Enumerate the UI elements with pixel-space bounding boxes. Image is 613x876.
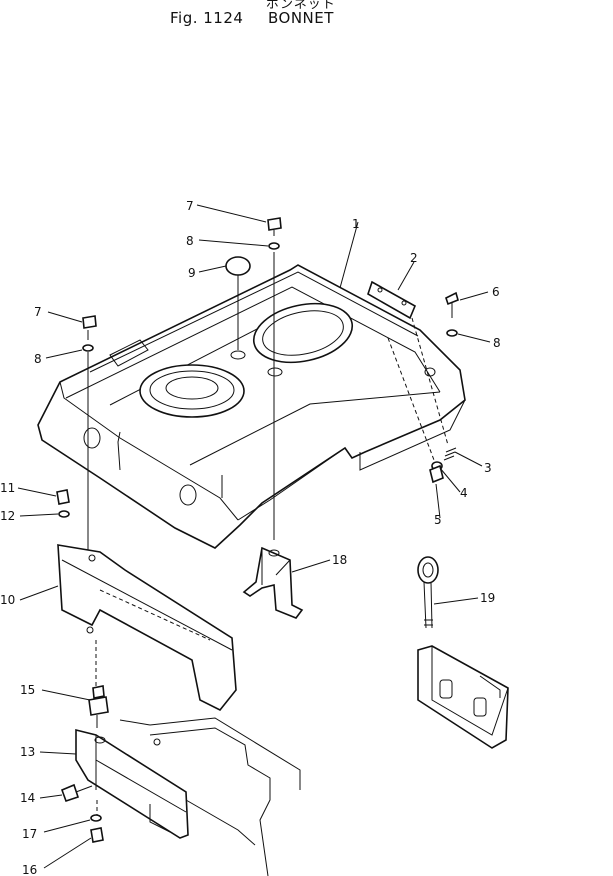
callout-3: 3: [484, 461, 492, 475]
callout-19: 19: [480, 591, 495, 605]
leader-lines: [17, 204, 491, 869]
callout-2: 2: [410, 251, 418, 265]
callout-16: 16: [22, 863, 37, 876]
callout-14: 14: [20, 791, 35, 805]
callout-1: 1: [352, 217, 360, 231]
spring-washer-nut: [429, 447, 457, 484]
callout-11: 11: [0, 481, 15, 495]
bolt-left: [82, 315, 97, 560]
callout-10: 10: [0, 593, 15, 607]
callout-17: 17: [22, 827, 37, 841]
callout-6: 6: [492, 285, 500, 299]
callout-labels: 7 8 9 7 8 1 2 6 8 3 4 5 11 12 10 18 19 1…: [0, 199, 501, 876]
mounting-plate-right: [417, 645, 509, 749]
callout-12: 12: [0, 509, 15, 523]
stay-bracket: [242, 546, 304, 619]
callout-18: 18: [332, 553, 347, 567]
lower-bracket: [75, 728, 189, 839]
callout-4: 4: [460, 486, 468, 500]
bolt-right: [445, 291, 459, 337]
rubber-mount: [88, 685, 109, 728]
filler-cap: [225, 256, 251, 350]
figure-title: BONNET: [268, 9, 334, 27]
callout-9: 9: [188, 266, 196, 280]
callout-7-top: 7: [186, 199, 194, 213]
callout-15: 15: [20, 683, 35, 697]
lifting-eye-bolt: [417, 556, 439, 629]
callout-8-left: 8: [34, 352, 42, 366]
machine-frame-outline: [119, 717, 301, 876]
bonnet-body: [37, 264, 466, 549]
callout-7-left: 7: [34, 305, 42, 319]
bracket-part-2: [367, 280, 449, 461]
top-bolt: [267, 217, 282, 540]
callout-8-right: 8: [493, 336, 501, 350]
callout-8-top: 8: [186, 234, 194, 248]
front-cover-panel: [57, 544, 237, 712]
lower-fasteners: [60, 783, 104, 843]
figure-number: Fig. 1124: [170, 9, 244, 27]
nut-left: [56, 489, 70, 518]
callout-5: 5: [434, 513, 442, 527]
japanese-title: ボンネット: [266, 0, 336, 12]
callout-13: 13: [20, 745, 35, 759]
